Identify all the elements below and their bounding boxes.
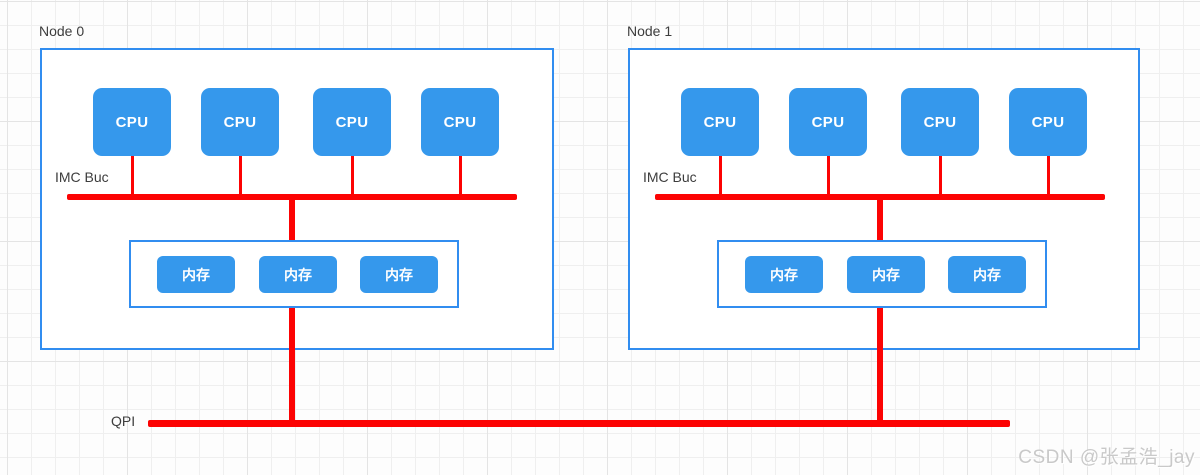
memory-block: 内存 (360, 256, 438, 293)
memory-block: 内存 (157, 256, 235, 293)
cpu-block: CPU (681, 88, 759, 156)
cpu-block: CPU (93, 88, 171, 156)
cpu-block: CPU (901, 88, 979, 156)
cpu-block: CPU (201, 88, 279, 156)
qpi-label: QPI (111, 413, 136, 429)
cpu-bus-connector-line (1047, 156, 1050, 194)
imc-bus-line (67, 194, 517, 200)
cpu-block: CPU (1009, 88, 1087, 156)
cpu-block: CPU (421, 88, 499, 156)
imc-bus-label: IMC Buc (643, 169, 697, 185)
bus-memory-connector-line (289, 200, 295, 240)
node-1-label: Node 1 (627, 23, 673, 39)
imc-bus-label: IMC Buc (55, 169, 109, 185)
memory-group-box: 内存 内存 内存 (717, 240, 1047, 308)
memory-block: 内存 (948, 256, 1026, 293)
imc-bus-line (655, 194, 1105, 200)
cpu-bus-connector-line (939, 156, 942, 194)
memory-group-box: 内存 内存 内存 (129, 240, 459, 308)
qpi-bus-line (148, 420, 1010, 427)
node-1-box: Node 1 CPU CPU CPU CPU IMC Buc 内存 内存 内存 (627, 23, 1140, 427)
cpu-bus-connector-line (351, 156, 354, 194)
watermark-text: CSDN @张孟浩_jay (1018, 447, 1195, 468)
cpu-block: CPU (789, 88, 867, 156)
memory-block: 内存 (745, 256, 823, 293)
bus-memory-connector-line (877, 200, 883, 240)
node-qpi-connector-line (877, 308, 883, 427)
node-0-label: Node 0 (39, 23, 85, 39)
cpu-block: CPU (313, 88, 391, 156)
cpu-bus-connector-line (459, 156, 462, 194)
cpu-bus-connector-line (239, 156, 242, 194)
cpu-bus-connector-line (719, 156, 722, 194)
cpu-bus-connector-line (131, 156, 134, 194)
memory-block: 内存 (847, 256, 925, 293)
node-qpi-connector-line (289, 308, 295, 427)
node-0-box: Node 0 CPU CPU CPU CPU IMC Buc 内存 内存 内存 (39, 23, 554, 427)
cpu-bus-connector-line (827, 156, 830, 194)
memory-block: 内存 (259, 256, 337, 293)
